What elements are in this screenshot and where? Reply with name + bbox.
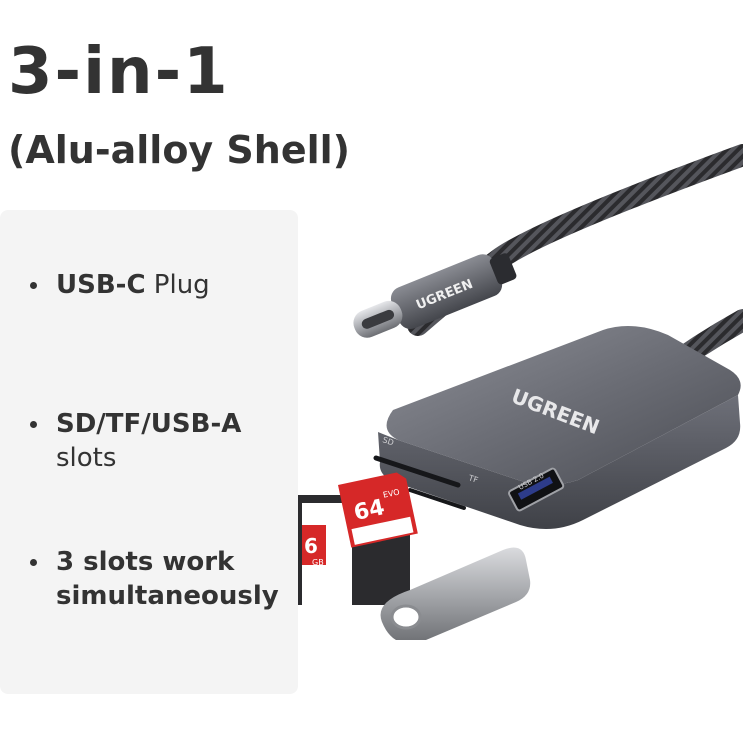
feature-bold: USB-C <box>56 270 146 300</box>
feature-text: 3 slots work simultaneously <box>56 545 290 613</box>
svg-text:6: 6 <box>304 534 318 558</box>
card-reader-body: UGREEN SD TF USB 2.0 <box>373 326 741 529</box>
micro-sd-card: 64 EVO <box>338 472 418 548</box>
usb-flash-drive <box>380 547 531 640</box>
usb-c-plug: UGREEN <box>353 253 517 338</box>
feature-normal: Plug <box>145 270 210 300</box>
svg-text:TF: TF <box>466 473 479 485</box>
bullet-icon <box>30 421 37 428</box>
page-title: 3-in-1 <box>8 35 230 109</box>
svg-text:64: 64 <box>352 495 387 526</box>
feature-item-usb-c: USB-C Plug <box>30 268 290 302</box>
svg-text:SD: SD <box>381 435 394 447</box>
svg-text:EVO: EVO <box>382 487 400 499</box>
svg-text:GB: GB <box>312 558 324 567</box>
card-reader-illustration: UGREEN UGREEN SD TF USB 2.0 <box>298 144 743 640</box>
feature-text: SD/TF/USB-A slots <box>56 407 290 475</box>
page-subtitle: (Alu-alloy Shell) <box>8 128 351 172</box>
bullet-icon <box>30 282 37 289</box>
feature-normal: slots <box>56 443 117 473</box>
feature-item-slots: SD/TF/USB-A slots <box>30 407 290 475</box>
bullet-icon <box>30 559 37 566</box>
feature-item-simultaneous: 3 slots work simultaneously <box>30 545 290 613</box>
feature-bold: SD/TF/USB-A <box>56 409 242 439</box>
feature-bold: 3 slots work simultaneously <box>56 547 279 611</box>
feature-panel <box>0 210 298 694</box>
feature-text: USB-C Plug <box>56 268 290 302</box>
